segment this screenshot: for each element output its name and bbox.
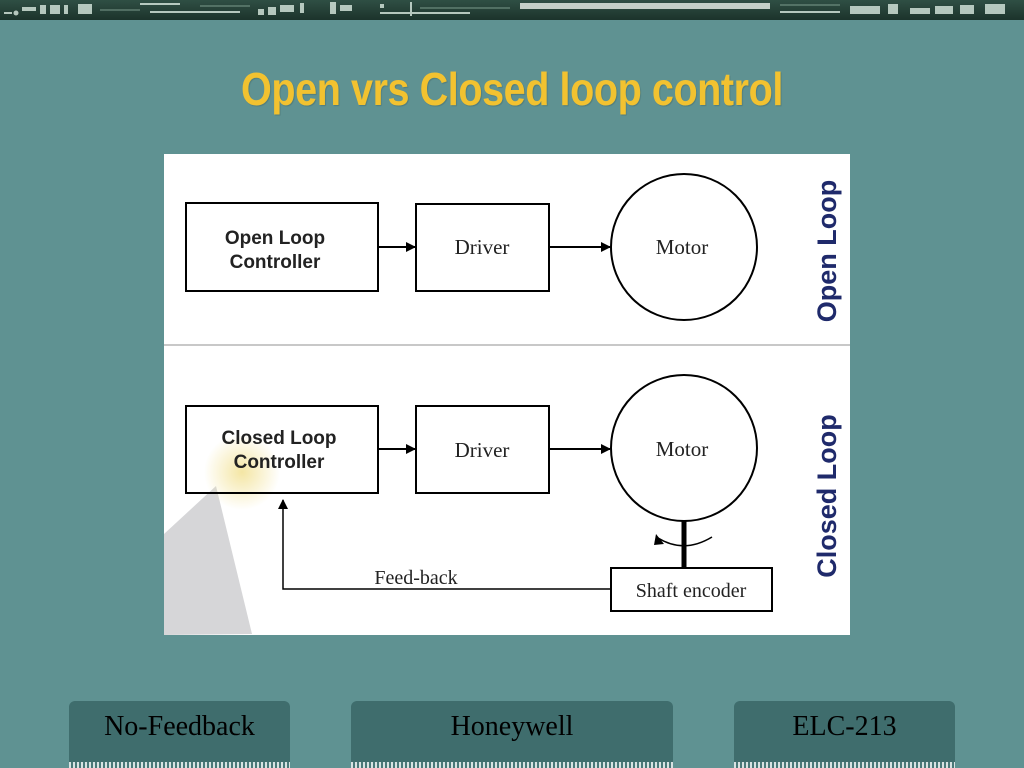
open-loop-motor-circle bbox=[610, 173, 758, 321]
circuit-pattern-graphic bbox=[4, 2, 1005, 16]
closed-loop-controller-label-2: Controller bbox=[234, 452, 325, 473]
footer-center-stripe bbox=[351, 762, 673, 768]
shaft-encoder-label: Shaft encoder bbox=[636, 580, 747, 602]
decorative-header-strip bbox=[0, 0, 1024, 20]
footer-left-text: No-Feedback bbox=[104, 711, 255, 742]
spotlight-shape bbox=[164, 486, 252, 635]
feedback-label: Feed-back bbox=[374, 567, 457, 589]
rotation-arrow bbox=[657, 536, 713, 547]
footer-left-stripe bbox=[69, 762, 290, 768]
footer-center-text: Honeywell bbox=[450, 711, 574, 742]
footer-center-box: Honeywell bbox=[351, 701, 673, 768]
footer-left-box: No-Feedback bbox=[69, 701, 290, 768]
open-loop-controller-label-2: Controller bbox=[230, 252, 321, 273]
closed-loop-driver-label: Driver bbox=[455, 438, 510, 462]
highlight-glow bbox=[204, 434, 280, 510]
slide-title: Open vrs Closed loop control bbox=[241, 63, 783, 115]
closed-loop-section-label: Closed Loop bbox=[812, 414, 842, 578]
footer-right-box: ELC-213 bbox=[734, 701, 955, 768]
feedback-line bbox=[278, 499, 611, 590]
open-loop-motor-label: Motor bbox=[656, 235, 709, 259]
open-loop-controller-label-1: Open Loop bbox=[225, 228, 325, 249]
control-loop-diagram: Open Loop Controller Driver Motor Open L… bbox=[164, 154, 850, 635]
closed-loop-controller-label-1: Closed Loop bbox=[221, 428, 336, 449]
rotation-arrowhead bbox=[654, 534, 664, 545]
open-loop-section-label: Open Loop bbox=[812, 180, 842, 322]
closed-loop-motor-label: Motor bbox=[656, 437, 709, 461]
footer-right-text: ELC-213 bbox=[792, 711, 897, 742]
footer-right-stripe bbox=[734, 762, 955, 768]
open-loop-driver-label: Driver bbox=[455, 235, 510, 259]
diagram-canvas: Open Loop Controller Driver Motor Open L… bbox=[164, 173, 850, 635]
